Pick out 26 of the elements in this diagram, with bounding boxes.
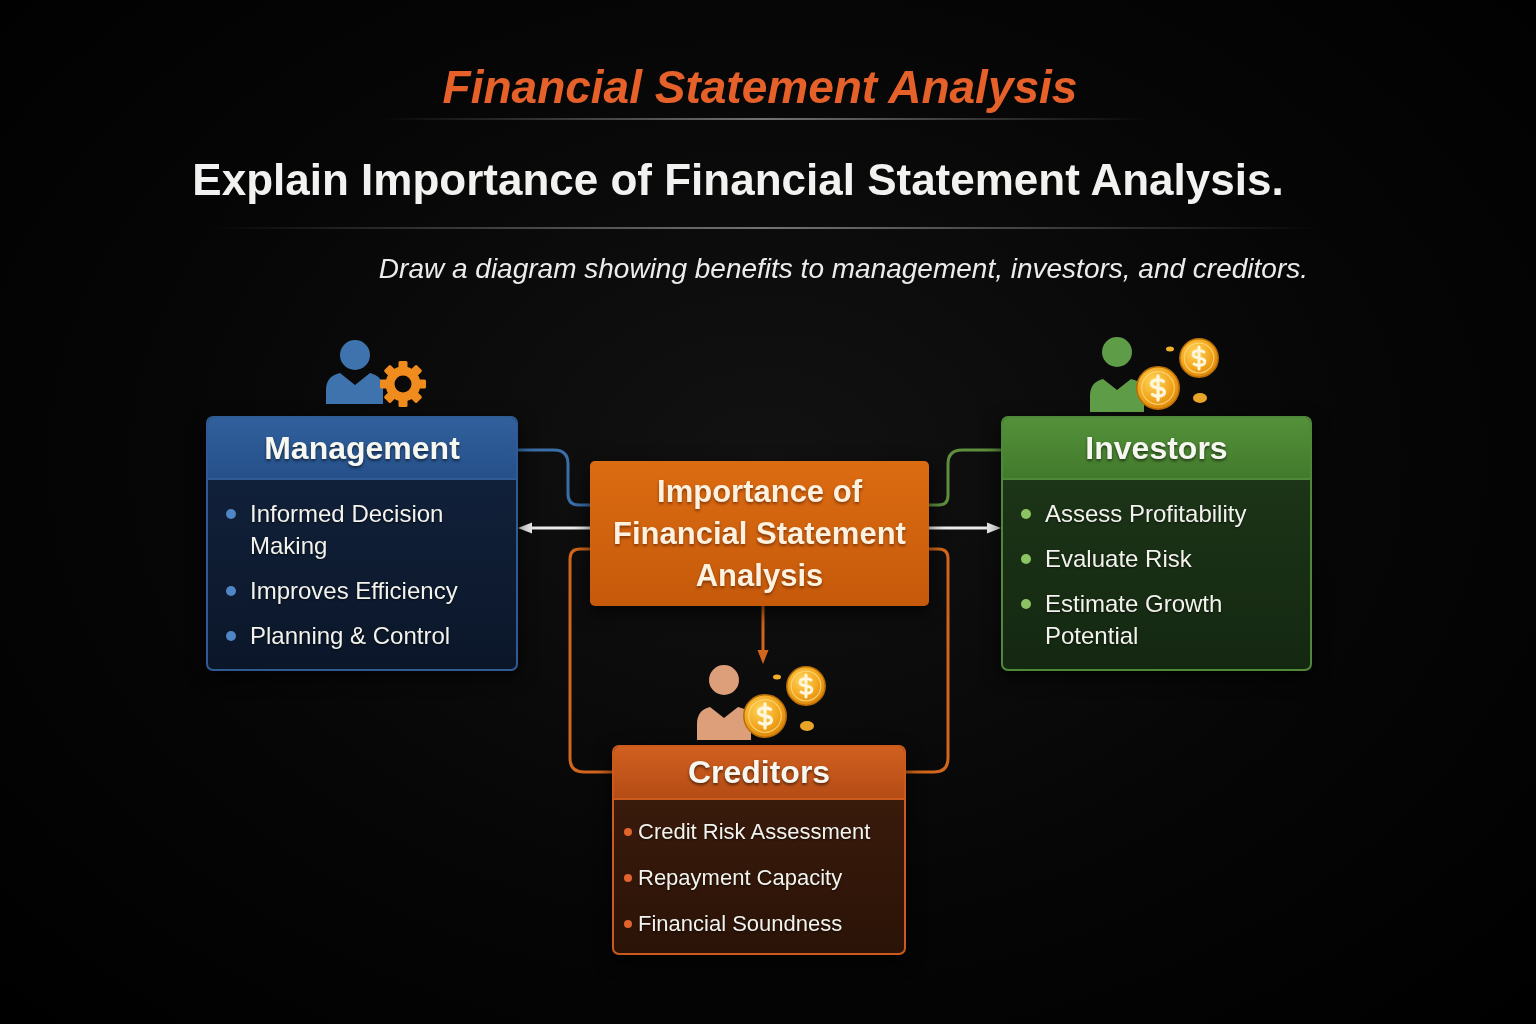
list-item-text: Improves Efficiency bbox=[250, 576, 458, 606]
list-item-text: Estimate Growth Potential bbox=[1045, 589, 1224, 651]
person-coins-icon bbox=[697, 664, 829, 740]
instruction-text: Draw a diagram showing benefits to management, investors, and creditors. bbox=[378, 252, 1308, 286]
list-item-text: Planning & Control bbox=[250, 621, 451, 651]
connector-line bbox=[568, 547, 612, 774]
list-item-text: Assess Profitability bbox=[1045, 499, 1247, 529]
list-item-text: Repayment Capacity bbox=[638, 864, 843, 892]
card-header: Management bbox=[208, 418, 516, 480]
stakeholder-card bbox=[206, 416, 518, 671]
connector-line bbox=[929, 448, 1001, 507]
arrow bbox=[757, 606, 769, 664]
stakeholder-card bbox=[1001, 416, 1312, 671]
connector-line bbox=[906, 547, 950, 774]
connector-line bbox=[518, 448, 590, 507]
list-item-text: Evaluate Risk bbox=[1045, 544, 1192, 574]
question-heading: Explain Importance of Financial Statement Analysis. bbox=[192, 158, 1284, 202]
list-item-text: Credit Risk Assessment bbox=[638, 818, 871, 846]
topic-box: Importance of Financial Statement Analysis bbox=[590, 461, 929, 606]
list-item-text: Informed Decision Making bbox=[250, 499, 445, 561]
list-item-text: Financial Soundness bbox=[638, 910, 843, 938]
arrow bbox=[929, 522, 1001, 534]
stakeholder-card bbox=[612, 745, 906, 955]
card-header: Creditors bbox=[614, 747, 904, 800]
arrow bbox=[518, 522, 590, 534]
card-header: Investors bbox=[1003, 418, 1310, 480]
